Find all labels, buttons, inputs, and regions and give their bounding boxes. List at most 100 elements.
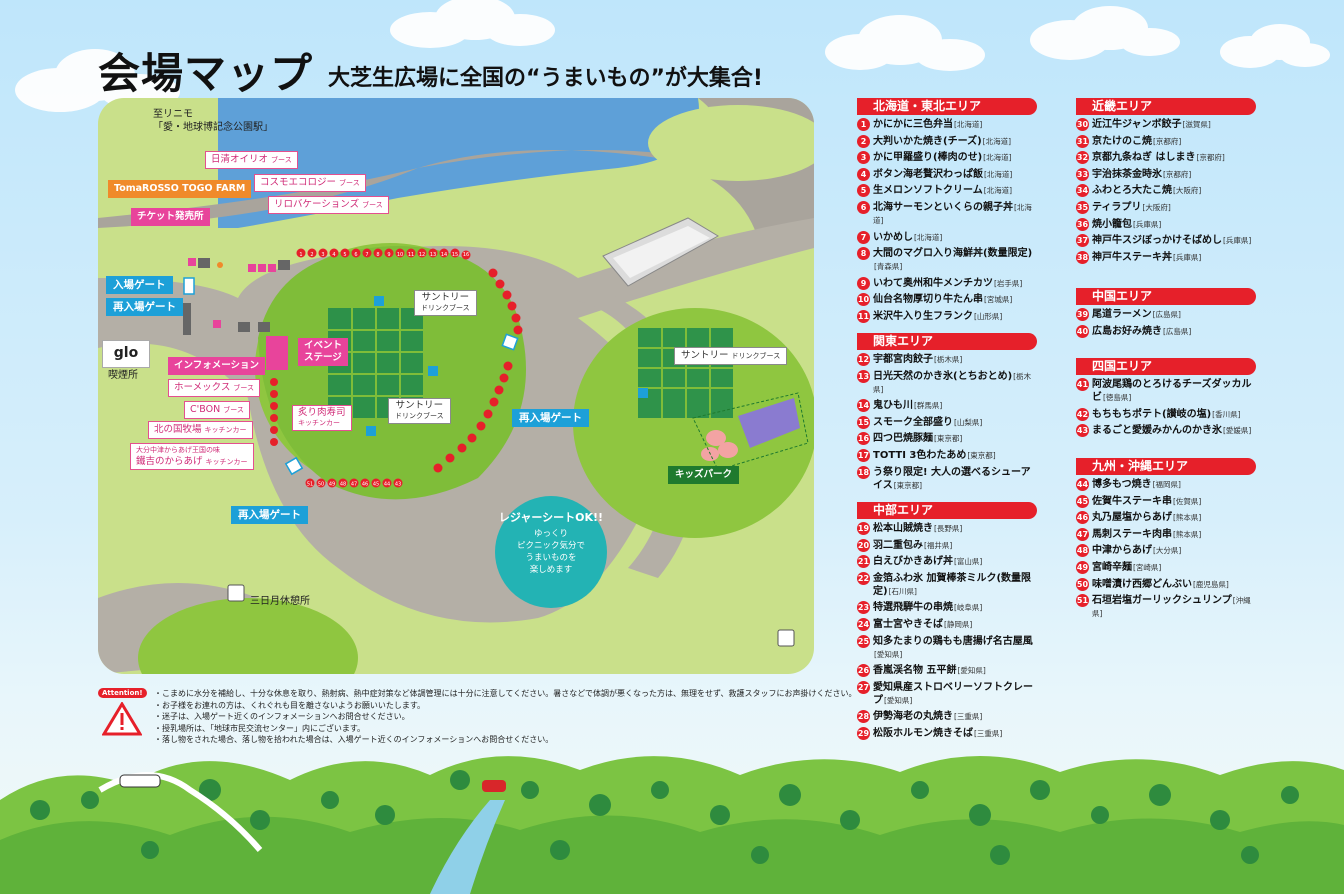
legend-item-name: 阿波尾鶏のとろけるチーズダッカルビ (1092, 379, 1252, 403)
legend-item-prefecture: [京都府] (1153, 136, 1182, 146)
legend-item-prefecture: [宮崎県] (1133, 562, 1162, 572)
booth-number-label: 15 (452, 252, 458, 258)
legend-item-name: 日光天然のかき氷(とちおとめ) (873, 370, 1013, 382)
legend-item-prefecture: [愛知県] (874, 649, 903, 659)
legend-item-name: 羽二重包み (873, 539, 923, 551)
legend-item-name: 石垣岩塩ガーリックシュリンプ (1092, 595, 1232, 607)
legend-item-prefecture: [福井県] (924, 540, 953, 550)
legend-item-name: 愛知県産ストロベリーソフトクレープ (873, 681, 1033, 706)
booth-number-badge: 15 (857, 415, 870, 429)
legend-item-name: 宇治抹茶金時氷 (1092, 168, 1162, 180)
legend-item-prefecture: [北海道] (983, 186, 1013, 196)
booth-number-badge: 37 (1076, 234, 1089, 248)
legend-item-name: 四つ巴焼豚麺 (873, 433, 933, 445)
legend-item-name: 近江牛ジャンボ餃子 (1092, 119, 1182, 130)
legend-item-name: 京都九条ねぎ はしまき (1092, 152, 1196, 164)
legend-item-prefecture: [東京都] (893, 480, 923, 490)
booth-number-badge: 12 (857, 353, 870, 366)
booth-ring (270, 248, 523, 488)
booth-number-badge: 18 (857, 465, 870, 479)
legend-item-name: 宮崎辛麺 (1092, 561, 1132, 573)
legend-item-name: 味噌漬け西郷どんぶい (1092, 578, 1192, 590)
legend-item-name: 松本山賊焼き (873, 523, 933, 534)
booth-number-label: 6 (354, 252, 357, 258)
attention-line: ・落し物をされた場合、落し物を拾われた場合は、入場ゲート近くのインフォメーション… (154, 735, 554, 744)
booth-number-badge: 22 (857, 571, 870, 585)
booth-number-badge: 1 (857, 118, 870, 131)
booth-number-badge: 38 (1076, 250, 1089, 264)
legend-item-prefecture: [大阪府] (1173, 186, 1202, 196)
legend-item-name: いわて奥州和牛メンチカツ (873, 277, 993, 289)
attention-badge: Attention! (98, 688, 147, 698)
legend-item-prefecture: [兵庫県] (1133, 219, 1162, 229)
glo-logo: glo (102, 340, 150, 368)
legend-item-name: 宇都宮肉餃子 (873, 354, 933, 365)
legend-item-prefecture: [佐賀県] (1173, 496, 1202, 506)
reentry-gate-label-1: 再入場ゲート (106, 298, 183, 316)
homex-booth-label: ホーメックス ブース (168, 379, 261, 397)
booth-number-badge: 2 (857, 134, 870, 148)
legend-item-prefecture: [石川県] (888, 586, 917, 596)
legend-item-prefecture: [北海道] (914, 232, 943, 242)
relo-booth-label: リロバケーションズ ブース (268, 196, 389, 214)
booth-number-badge: 20 (857, 538, 870, 552)
booth-number-badge: 16 (857, 432, 870, 446)
warning-icon (102, 702, 142, 736)
legend-item-name: 馬刺ステーキ肉串 (1092, 528, 1172, 540)
legend-item-name: ボタン海老贅沢わっぱ飯 (873, 168, 983, 180)
booth-number-badge: 33 (1076, 167, 1089, 181)
booth-number-label: 14 (441, 252, 447, 258)
suntory-drink-booth-label-2: サントリードリンクブース (388, 398, 451, 424)
booth-number-badge: 23 (857, 601, 870, 615)
nisshin-booth-label: 日清オイリオ ブース (205, 151, 298, 169)
legend-item-name: ふわとろ大たこ焼 (1092, 185, 1172, 197)
legend-item-name: 米沢牛入り生フランク (873, 310, 973, 322)
booth-number-badge: 30 (1076, 118, 1089, 131)
legend-item-prefecture: [熊本県] (1173, 513, 1202, 523)
booth-number-badge: 28 (857, 710, 870, 724)
booth-number-badge: 9 (857, 276, 870, 290)
legend-item-name: TOTTI 3色わたあめ (873, 449, 967, 461)
legend-item-prefecture: [熊本県] (1173, 529, 1202, 539)
legend-item-prefecture: [愛知県] (957, 666, 986, 676)
legend-item-prefecture: [大阪府] (1142, 202, 1171, 212)
booth-number-label: 13 (430, 252, 436, 258)
booth-number-badge: 31 (1076, 134, 1089, 148)
information-label: インフォメーション (168, 357, 266, 375)
legend-item-prefecture: [愛知県] (884, 695, 913, 705)
booth-number-badge: 11 (857, 309, 870, 323)
booth-number-label: 11 (408, 252, 414, 258)
legend-item-prefecture: [広島県] (1163, 326, 1192, 336)
legend-area-heading: 四国エリア (1076, 358, 1256, 375)
booth-number-badge: 4 (857, 167, 870, 181)
legend-item-prefecture: [岩手県] (994, 278, 1023, 288)
legend-area-heading: 中国エリア (1076, 288, 1256, 305)
legend-item-prefecture: [沖縄県] (1092, 596, 1251, 619)
legend-item-name: 丸乃屋塩からあげ (1092, 512, 1172, 524)
legend-item-prefecture: [長野県] (934, 524, 963, 533)
legend-item-prefecture: [福岡県] (1152, 480, 1181, 489)
booth-number-badge: 34 (1076, 184, 1089, 198)
legend-area-heading: 中部エリア (857, 502, 1037, 519)
aburi-sushi-label: 炙り肉寿司キッチンカー (292, 405, 352, 431)
legend-item-prefecture: [三重県] (954, 712, 983, 722)
